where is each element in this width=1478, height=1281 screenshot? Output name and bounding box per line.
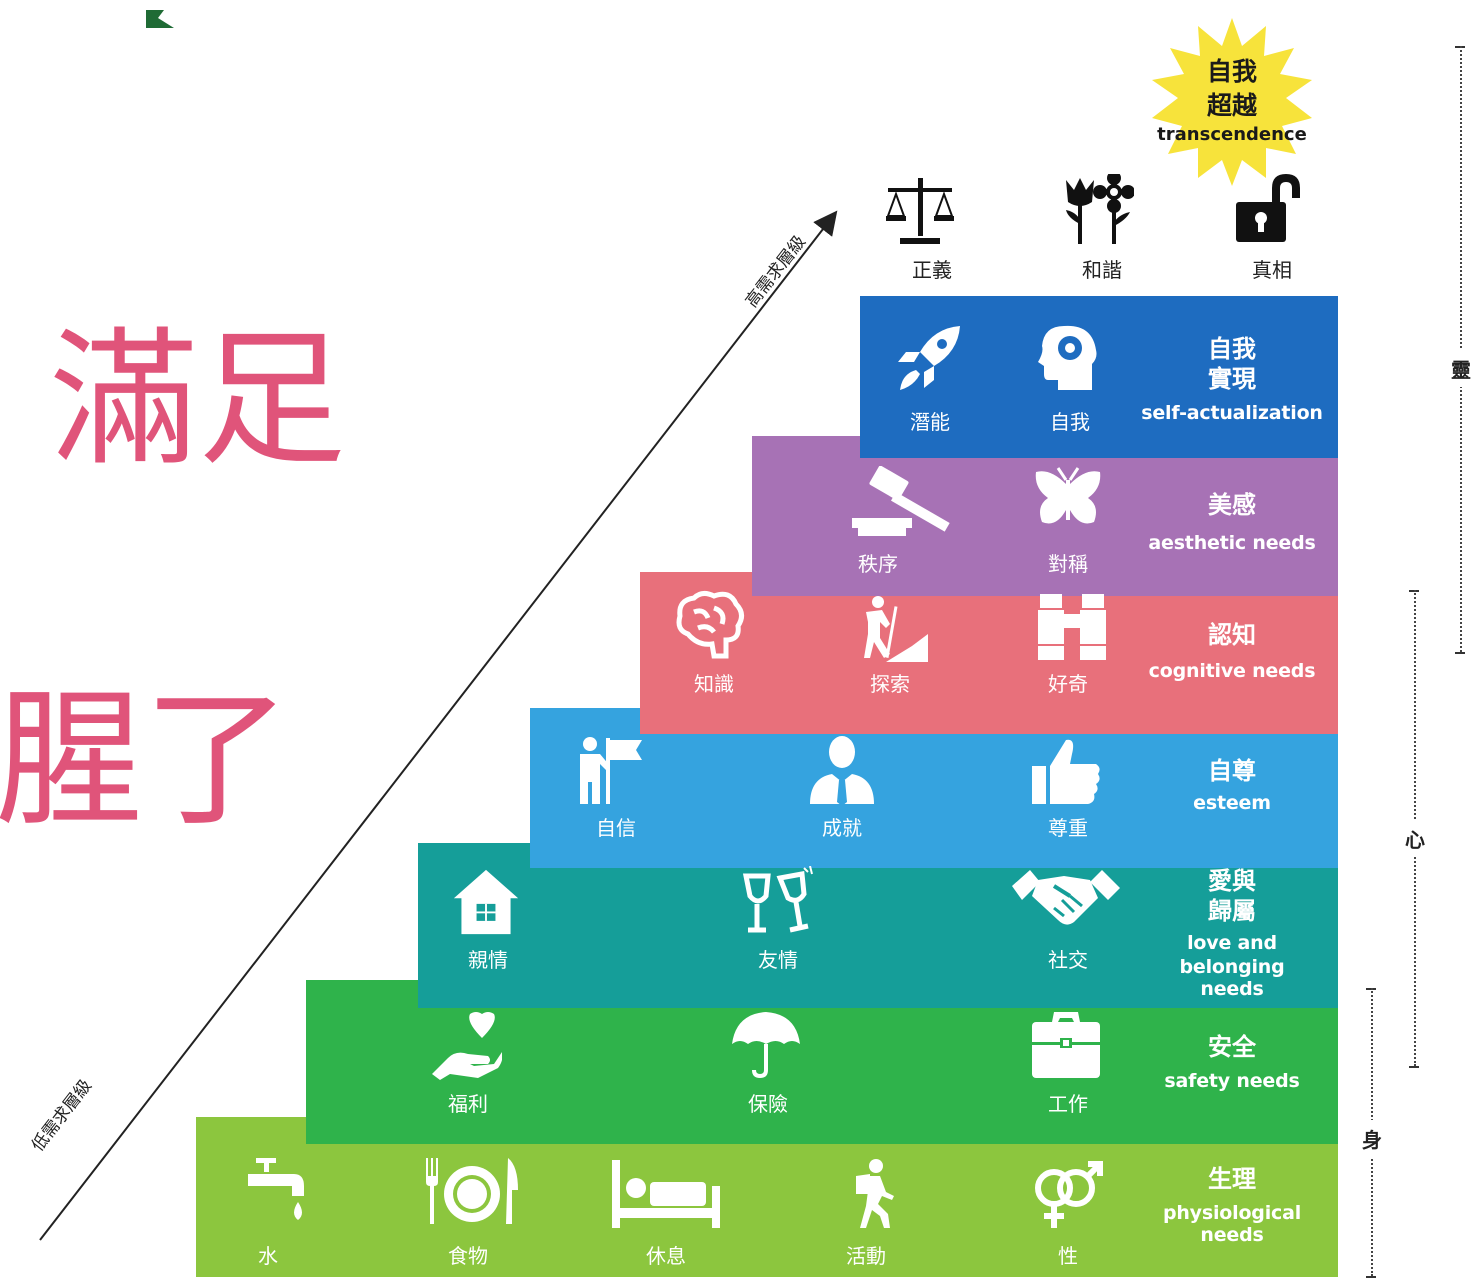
bracket-mind-label: 心 (1403, 820, 1427, 857)
transcendence-title-1: 自我 (1206, 57, 1257, 86)
person-flag-icon (576, 736, 648, 808)
level-self-actualization-title: 自我 實現 self-actualization (1132, 334, 1332, 426)
title-zh-love-2: 歸屬 (1208, 897, 1256, 925)
level-esteem-band (530, 708, 1338, 868)
level-aesthetic-title: 美感 aesthetic needs (1132, 490, 1332, 556)
level-safety-title: 安全 safety needs (1132, 1032, 1332, 1094)
transcendence-starburst (1148, 18, 1316, 186)
title-en-love-2: needs (1200, 977, 1264, 1000)
title-en-love-1: love and belonging (1179, 932, 1285, 978)
plate-cutlery-icon (422, 1156, 520, 1228)
title-zh-esteem: 自尊 (1208, 757, 1256, 785)
binoculars-icon (1036, 592, 1108, 664)
item-label-welfare: 福利 (448, 1092, 488, 1116)
brain-icon (674, 590, 746, 662)
title-en-self-actualization: self-actualization (1141, 402, 1323, 424)
hand-heart-icon (430, 1008, 503, 1080)
bracket-body-label: 身 (1360, 1120, 1384, 1157)
level-love-band (418, 843, 1338, 1008)
head-gear-icon (1034, 322, 1106, 394)
item-label-symmetry: 對稱 (1048, 552, 1088, 576)
level-physiological-title: 生理 physiological needs (1132, 1164, 1332, 1248)
title-zh-self-actualization-2: 實現 (1208, 365, 1256, 393)
background-headline-2: 腥了 (0, 674, 291, 846)
faucet-icon (244, 1156, 316, 1228)
title-en-safety: safety needs (1164, 1070, 1300, 1092)
item-label-food: 食物 (448, 1244, 488, 1268)
title-zh-aesthetic: 美感 (1208, 491, 1256, 519)
title-zh-self-actualization-1: 自我 (1208, 335, 1256, 363)
level-cognitive-band (640, 572, 1338, 734)
title-en-esteem: esteem (1193, 792, 1271, 814)
top-icon-label-justice: 正義 (912, 258, 952, 282)
businessman-icon (806, 734, 878, 806)
level-love-title: 愛與 歸屬 love and belonging needs (1132, 866, 1332, 1001)
item-label-respect: 尊重 (1048, 816, 1088, 840)
corner-logo-fragment (144, 8, 178, 30)
bracket-mind-bottom (1409, 1066, 1419, 1068)
wine-glasses-icon (742, 865, 814, 938)
thumbs-up-icon (1030, 736, 1102, 808)
item-label-rest: 休息 (646, 1244, 686, 1268)
transcendence-title-2: 超越 (1206, 91, 1257, 120)
title-en-cognitive: cognitive needs (1148, 660, 1316, 682)
gavel-icon (852, 465, 962, 538)
item-label-confidence: 自信 (596, 816, 636, 840)
title-zh-safety: 安全 (1208, 1033, 1256, 1061)
briefcase-icon (1030, 1008, 1102, 1080)
item-label-explore: 探索 (870, 672, 910, 696)
item-label-potential: 潛能 (910, 410, 950, 434)
item-label-curiosity: 好奇 (1048, 672, 1088, 696)
butterfly-icon (1032, 466, 1104, 538)
title-en-aesthetic: aesthetic needs (1148, 532, 1316, 554)
title-zh-physiological: 生理 (1208, 1165, 1256, 1193)
item-label-sex: 性 (1058, 1244, 1078, 1268)
gender-symbols-icon (1032, 1158, 1104, 1230)
title-en-physiological-1: physiological (1162, 1202, 1302, 1224)
bracket-spirit-line (1460, 46, 1462, 652)
hiker-icon (840, 1158, 912, 1230)
title-zh-love-1: 愛與 (1208, 867, 1256, 895)
item-label-insurance: 保險 (748, 1092, 788, 1116)
bracket-spirit-label: 靈 (1449, 350, 1473, 387)
top-icon-label-truth: 真相 (1252, 258, 1292, 282)
item-label-self: 自我 (1050, 410, 1090, 434)
transcendence-en: transcendence (1157, 124, 1307, 145)
item-label-water: 水 (258, 1244, 278, 1268)
item-label-work: 工作 (1048, 1092, 1088, 1116)
top-icon-label-harmony: 和諧 (1082, 258, 1122, 282)
item-label-achievement: 成就 (822, 816, 862, 840)
rocket-icon (894, 322, 966, 394)
handshake-icon (1010, 860, 1122, 932)
level-self-actualization-band (860, 296, 1338, 458)
level-cognitive-title: 認知 cognitive needs (1132, 620, 1332, 684)
scales-icon (884, 176, 956, 248)
item-label-activity: 活動 (846, 1244, 886, 1268)
bed-icon (610, 1158, 722, 1230)
item-label-family: 親情 (468, 948, 508, 972)
house-icon (452, 866, 520, 938)
title-en-physiological-2: needs (1200, 1223, 1264, 1246)
item-label-social: 社交 (1048, 948, 1088, 972)
unlocked-padlock-icon (1234, 172, 1306, 244)
item-label-order: 秩序 (858, 552, 898, 576)
title-zh-cognitive: 認知 (1208, 621, 1256, 649)
bracket-body-bottom (1366, 1276, 1376, 1278)
item-label-friendship: 友情 (758, 948, 798, 972)
level-esteem-title: 自尊 esteem (1132, 756, 1332, 816)
bracket-spirit-bottom (1455, 652, 1465, 654)
background-headline-1: 滿足 (50, 314, 346, 486)
umbrella-icon (730, 1008, 802, 1080)
flowers-icon (1062, 171, 1135, 246)
item-label-knowledge: 知識 (694, 672, 734, 696)
climber-icon (856, 594, 928, 666)
